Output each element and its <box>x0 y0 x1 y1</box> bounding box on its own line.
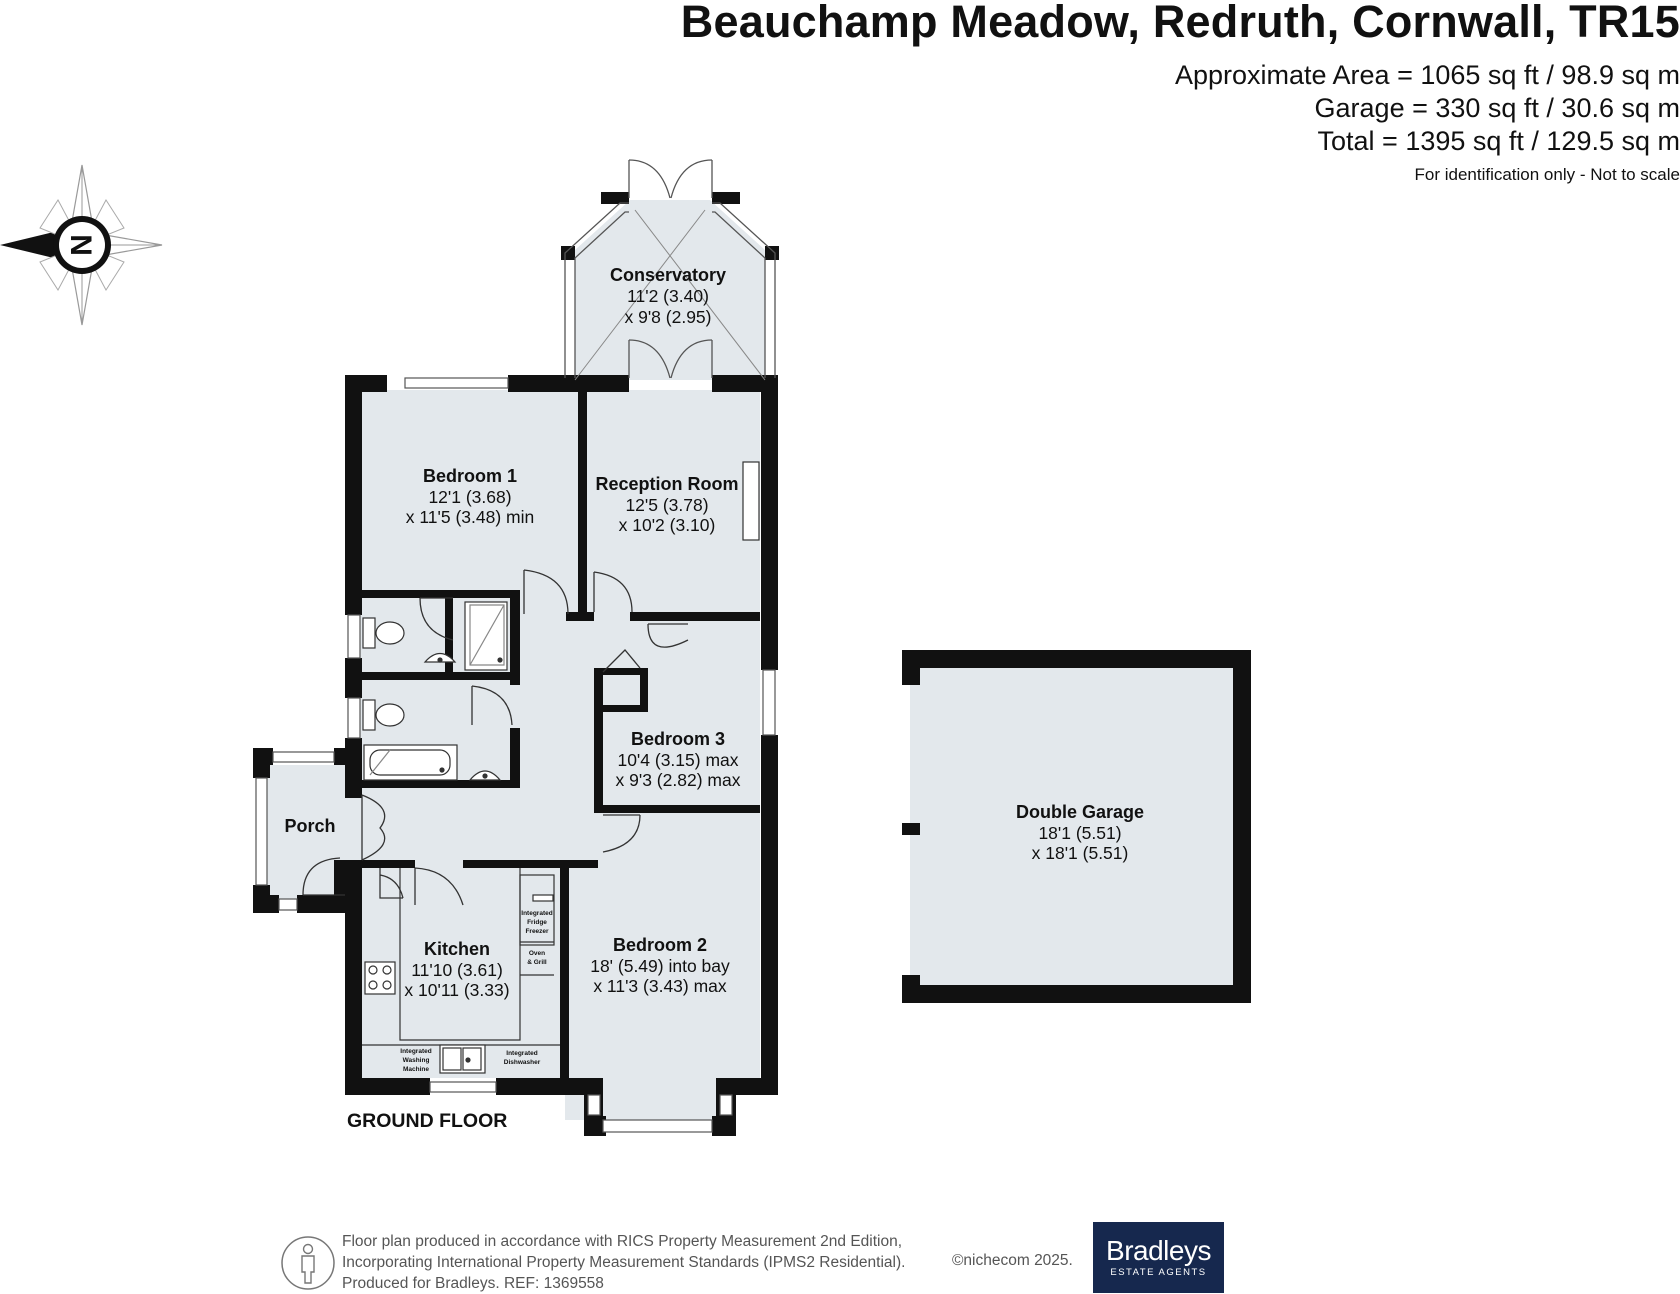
room-dimension: 11'10 (3.61) <box>411 960 503 980</box>
logo-name: Bradleys <box>1106 1235 1211 1266</box>
appliance-text: Integrated <box>506 1050 537 1057</box>
room-name: Reception Room <box>595 474 738 494</box>
person-icon <box>281 1236 335 1290</box>
room-name: Bedroom 2 <box>613 935 707 955</box>
appliance-label-fridge-freezer: Integrated Fridge Freezer <box>521 910 552 935</box>
room-dimension: x 10'11 (3.33) <box>404 980 509 1000</box>
room-label-bedroom-3: Bedroom 3 10'4 (3.15) max x 9'3 (2.82) m… <box>616 729 741 790</box>
room-dimension: x 11'3 (3.43) max <box>593 976 727 996</box>
room-name: Double Garage <box>1016 802 1144 822</box>
appliance-text: Fridge <box>527 919 547 926</box>
approximate-area-text: Approximate Area = 1065 sq ft / 98.9 sq … <box>1174 60 1680 90</box>
appliance-label-oven: Oven & Grill <box>527 950 547 966</box>
footer-line: Floor plan produced in accordance with R… <box>342 1233 903 1250</box>
outer-walls <box>253 192 1251 1136</box>
room-dimension: x 18'1 (5.51) <box>1032 843 1129 863</box>
appliance-label-dishwasher: Integrated Dishwasher <box>504 1050 541 1066</box>
bradleys-logo: Bradleys ESTATE AGENTS <box>1093 1222 1224 1293</box>
room-name: Bedroom 1 <box>423 466 517 486</box>
room-label-bedroom-2: Bedroom 2 18' (5.49) into bay x 11'3 (3.… <box>590 935 730 996</box>
room-name: Kitchen <box>424 939 490 959</box>
room-fills <box>265 200 1242 1120</box>
north-arrow-compass-icon: N <box>0 164 163 326</box>
footer-line: Incorporating International Property Mea… <box>342 1254 906 1271</box>
room-dimension: 10'4 (3.15) max <box>617 750 738 770</box>
bathroom-fixtures <box>362 601 508 781</box>
kitchen-fittings <box>362 868 560 1074</box>
total-area-text: Total = 1395 sq ft / 129.5 sq m <box>1317 126 1680 156</box>
room-dimension: 12'1 (3.68) <box>428 487 511 507</box>
room-label-conservatory: Conservatory 11'2 (3.40) x 9'8 (2.95) <box>610 265 726 327</box>
appliance-text: & Grill <box>527 959 547 966</box>
room-dimension: x 10'2 (3.10) <box>619 515 716 535</box>
appliance-text: Freezer <box>525 928 549 935</box>
room-name: Conservatory <box>610 265 726 285</box>
appliance-text: Oven <box>529 950 545 957</box>
room-dimension: 18'1 (5.51) <box>1038 823 1121 843</box>
room-name: Porch <box>284 816 335 836</box>
footer-line: Produced for Bradleys. REF: 1369558 <box>342 1275 604 1292</box>
room-dimension: 12'5 (3.78) <box>625 495 708 515</box>
appliance-text: Machine <box>403 1066 429 1073</box>
room-label-reception-room: Reception Room 12'5 (3.78) x 10'2 (3.10) <box>595 474 738 535</box>
property-address-title: Beauchamp Meadow, Redruth, Cornwall, TR1… <box>680 0 1680 47</box>
interior-walls <box>360 392 760 1080</box>
room-label-porch: Porch <box>284 816 335 836</box>
logo-subtitle: ESTATE AGENTS <box>1110 1267 1207 1278</box>
door-swings <box>302 569 689 906</box>
room-dimension: 11'2 (3.40) <box>627 286 709 306</box>
fireplace <box>742 461 760 541</box>
not-to-scale-note: For identification only - Not to scale <box>1414 165 1680 184</box>
room-dimension: x 9'3 (2.82) max <box>616 770 741 790</box>
copyright-text: ©nichecom 2025. <box>952 1252 1073 1269</box>
windows <box>255 377 776 1133</box>
room-name: Bedroom 3 <box>631 729 725 749</box>
room-label-kitchen: Kitchen 11'10 (3.61) x 10'11 (3.33) <box>404 939 509 1000</box>
room-dimension: 18' (5.49) into bay <box>590 956 730 976</box>
room-dimension: x 11'5 (3.48) min <box>406 507 535 527</box>
room-dimension: x 9'8 (2.95) <box>625 307 712 327</box>
appliance-text: Integrated <box>521 910 552 917</box>
conservatory-frame <box>564 159 776 381</box>
garage-area-text: Garage = 330 sq ft / 30.6 sq m <box>1314 93 1680 123</box>
room-label-bedroom-1: Bedroom 1 12'1 (3.68) x 11'5 (3.48) min <box>406 466 535 527</box>
appliance-label-washing-machine: Integrated Washing Machine <box>400 1048 431 1073</box>
floor-label: GROUND FLOOR <box>347 1110 507 1132</box>
footer-disclaimer: Floor plan produced in accordance with R… <box>342 1231 905 1294</box>
appliance-text: Integrated <box>400 1048 431 1055</box>
appliance-text: Dishwasher <box>504 1059 541 1066</box>
room-label-double-garage: Double Garage 18'1 (5.51) x 18'1 (5.51) <box>1016 802 1144 863</box>
compass-north-letter: N <box>66 234 99 256</box>
appliance-text: Washing <box>403 1057 430 1064</box>
